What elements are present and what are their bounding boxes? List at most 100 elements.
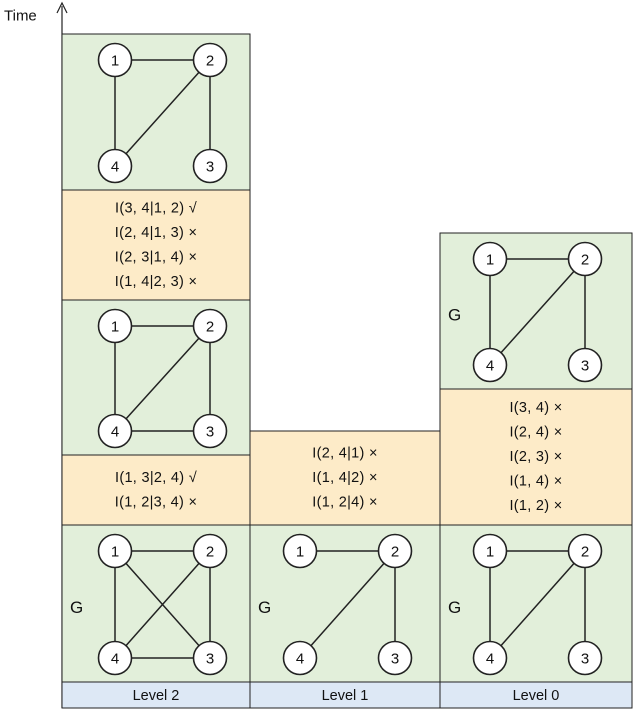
test-panel-2-1: I(3, 4) ×I(2, 4) ×I(2, 3) ×I(1, 4) ×I(1,… [439,388,633,526]
graph-node-2: 2 [377,533,413,569]
node-circle [567,241,603,277]
graph-node-1: 1 [97,42,133,78]
node-circle [282,533,318,569]
node-label: 2 [206,544,214,561]
graph-panel-0-0: 1 2 3 4 G [61,524,251,683]
graph-node-2: 2 [192,308,228,344]
node-circle [567,533,603,569]
node-circle [472,241,508,277]
node-circle [97,148,133,184]
node-label: 2 [581,544,589,561]
level-bar-bg [439,681,633,709]
graph-node-4: 4 [282,640,318,676]
graph-node-2: 2 [567,241,603,277]
node-circle [192,413,228,449]
node-circle [567,347,603,383]
node-label: 4 [111,651,119,668]
node-label: 1 [111,53,119,70]
level-bar-1: Level 1 [249,681,441,709]
node-label: 3 [581,651,589,668]
independence-test-line: I(1, 2) × [509,498,562,514]
node-circle [472,533,508,569]
node-label: 2 [391,544,399,561]
node-circle [192,640,228,676]
independence-test-line: I(2, 4) × [509,425,562,441]
time-axis: Time [4,1,68,708]
node-circle [97,533,133,569]
node-circle [97,42,133,78]
level-label: Level 1 [322,688,369,704]
node-label: 4 [486,651,494,668]
independence-test-line: I(3, 4) × [509,400,562,416]
graph-node-3: 3 [567,640,603,676]
level-bar-bg [61,681,251,709]
node-label: 1 [296,544,304,561]
node-circle [192,42,228,78]
node-label: 4 [111,424,119,441]
graph-node-4: 4 [97,148,133,184]
node-label: 3 [206,159,214,176]
graph-marker-label: G [448,598,461,617]
graph-node-2: 2 [567,533,603,569]
independence-test-line: I(1, 2|4) × [312,495,378,511]
edge-2-4 [299,550,396,659]
node-circle [192,533,228,569]
graph-node-1: 1 [472,533,508,569]
time-axis-arrow-icon [56,1,68,14]
graph-node-4: 4 [472,640,508,676]
level-label: Level 2 [133,688,180,704]
graph-marker-label: G [70,598,83,617]
independence-test-line: I(1, 4) × [509,474,562,490]
graph-marker-label: G [448,306,461,325]
graph-panel-bg [439,232,633,390]
graph-node-2: 2 [192,533,228,569]
graph-marker-label: G [258,598,271,617]
node-label: 1 [486,252,494,269]
node-circle [472,347,508,383]
test-panel-bg [439,388,633,526]
node-label: 3 [206,424,214,441]
graph-node-1: 1 [472,241,508,277]
graph-node-1: 1 [97,533,133,569]
node-label: 1 [111,319,119,336]
graph-node-3: 3 [567,347,603,383]
graph-node-3: 3 [192,148,228,184]
level-bar-bg [249,681,441,709]
graph-node-3: 3 [192,413,228,449]
node-circle [567,640,603,676]
node-label: 2 [581,252,589,269]
test-panel-bg [61,454,251,526]
edge-2-4 [489,258,586,366]
edge-2-4 [114,59,211,167]
independence-test-line: I(2, 4|1, 3) × [115,225,198,241]
graph-node-4: 4 [472,347,508,383]
node-label: 4 [111,159,119,176]
node-circle [192,308,228,344]
graph-node-3: 3 [192,640,228,676]
independence-test-line: I(1, 3|2, 4) √ [115,470,197,486]
node-label: 1 [486,544,494,561]
node-label: 4 [296,651,304,668]
graph-panel-bg [439,524,633,683]
node-label: 4 [486,358,494,375]
node-label: 1 [111,544,119,561]
node-circle [192,148,228,184]
node-label: 3 [206,651,214,668]
edge-2-4 [114,325,211,432]
test-panel-1-1: I(2, 4|1) ×I(1, 4|2) ×I(1, 2|4) × [249,430,441,526]
graph-node-4: 4 [97,640,133,676]
node-circle [377,640,413,676]
graph-panel-2-0: 1 2 3 4 G [439,524,633,683]
test-panel-bg [249,430,441,526]
node-circle [97,640,133,676]
independence-test-line: I(3, 4|1, 2) √ [115,200,197,216]
level-bar-0: Level 2 [61,681,251,709]
graph-node-4: 4 [97,413,133,449]
node-label: 3 [581,358,589,375]
node-circle [282,640,318,676]
node-circle [377,533,413,569]
